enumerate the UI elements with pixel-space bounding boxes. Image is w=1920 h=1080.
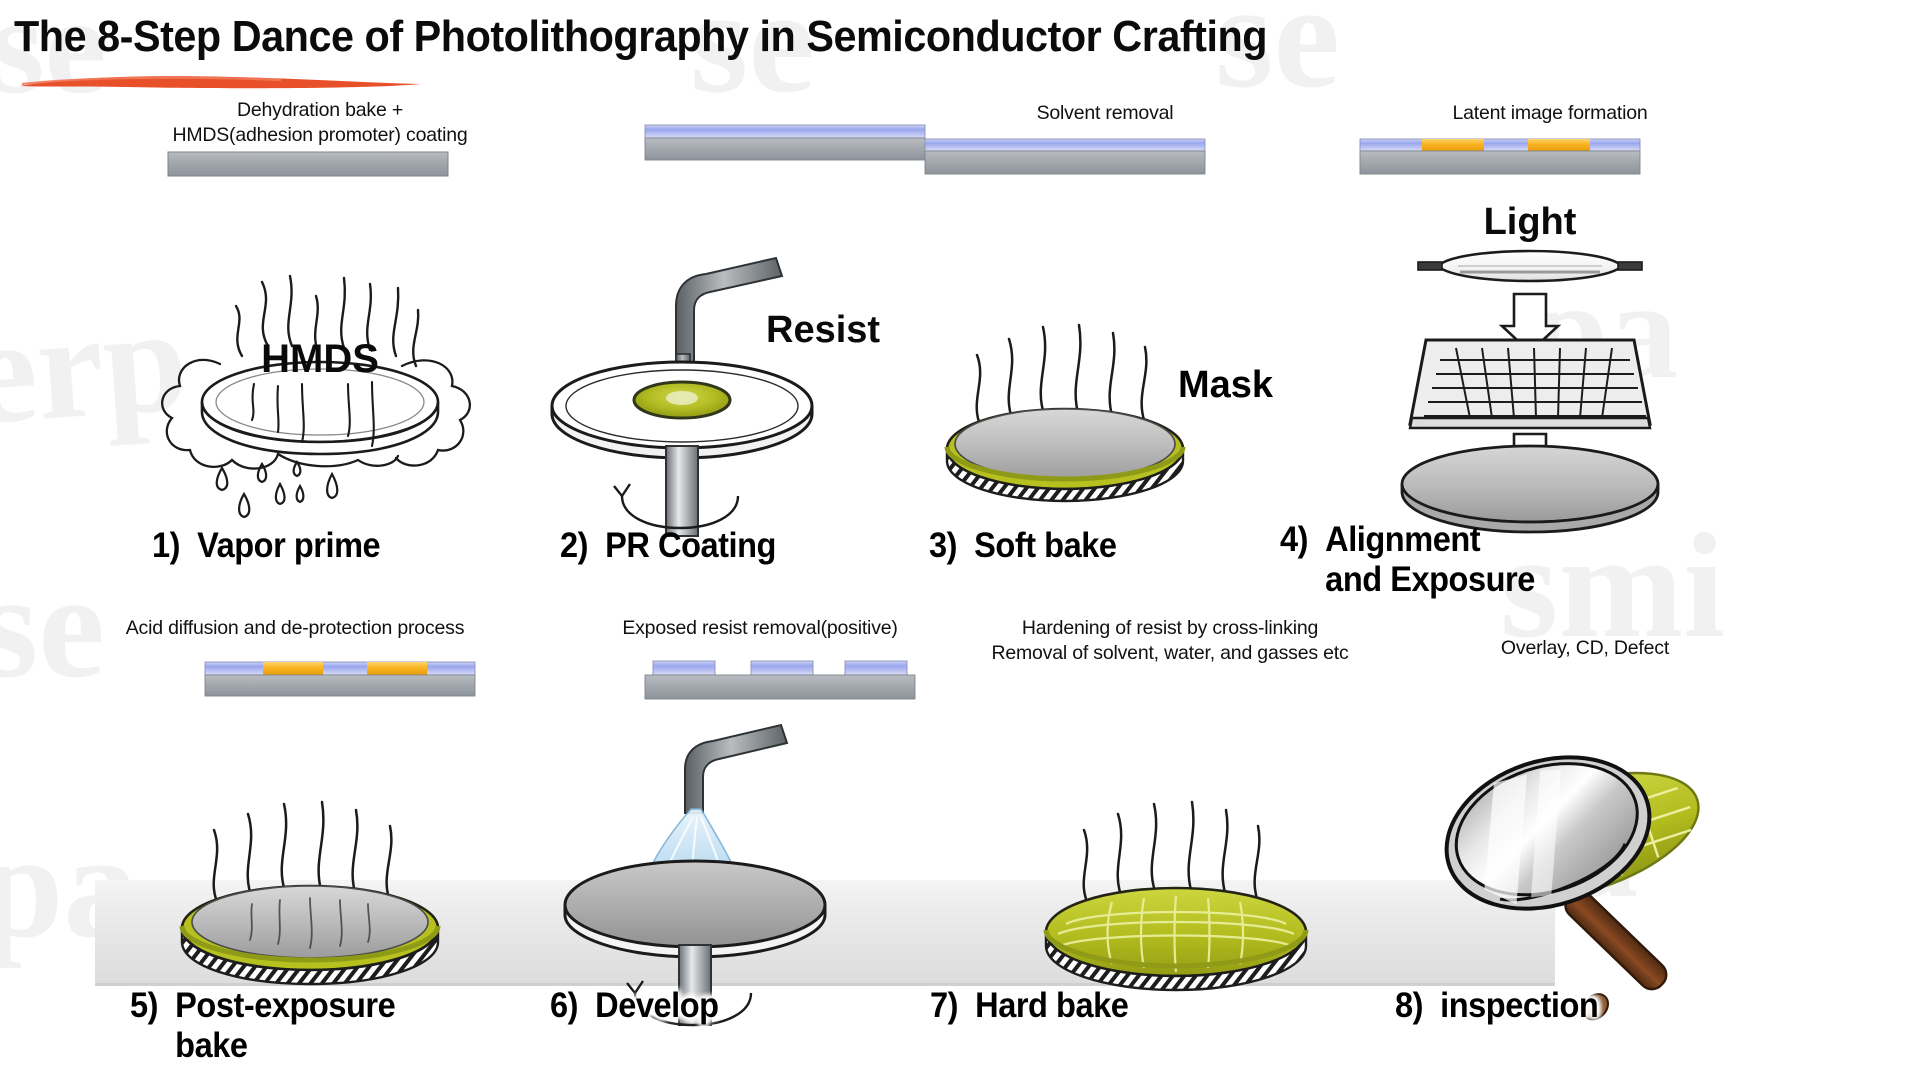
step-caption-8: Overlay, CD, Defect (1500, 637, 1670, 659)
step-card-5[interactable]: Acid diffusion and de-protection process (60, 616, 530, 1076)
step-number-6: 6) (550, 986, 579, 1025)
step-illustration-3-hotplate (905, 231, 1245, 531)
step-card-8[interactable]: Overlay, CD, Defect (1395, 616, 1820, 1076)
step-cross-section-3 (924, 138, 1206, 180)
step-number-1: 1) (152, 526, 181, 565)
step-caption-1: Dehydration bake + HMDS(adhesion promote… (172, 99, 468, 146)
step-card-4[interactable]: Latent image formation (1178, 96, 1760, 599)
step-card-7[interactable]: Hardening of resist by cross-linking Rem… (930, 616, 1430, 1076)
hmds-art-label: HMDS (261, 337, 379, 381)
step-name-2: PR Coating (605, 526, 776, 565)
step-number-5: 5) (130, 986, 159, 1025)
process-steps-board: Dehydration bake + HMDS(adhesion promote… (0, 96, 1920, 1080)
step-illustration-1-hmds-cloud: HMDS (150, 206, 490, 526)
title-bar: The 8-Step Dance of Photolithography in … (0, 0, 1920, 96)
step-label-6: 6) Develop (550, 986, 922, 1026)
step-label-2: 2) PR Coating (560, 526, 932, 566)
step-name-1: Vapor prime (197, 526, 381, 565)
step-number-2: 2) (560, 526, 589, 565)
step-name-7: Hard bake (975, 986, 1129, 1025)
step-illustration-4-exposure: Light (1330, 192, 1730, 534)
step-card-2[interactable]: Resist 2) PR Coating (520, 96, 926, 576)
step-cross-section-6 (644, 660, 916, 705)
step-label-7: 7) Hard bake (930, 986, 1376, 1026)
step-number-3: 3) (929, 526, 958, 565)
step-label-3: 3) Soft bake (929, 526, 1301, 566)
step-name-6: Develop (595, 986, 719, 1025)
step-illustration-6-developer-spray (535, 721, 895, 1027)
light-art-label: Light (1484, 201, 1577, 243)
step-cross-section-1 (167, 150, 449, 180)
step-name-5: Post-exposure bake (175, 986, 396, 1065)
step-label-5: 5) Post-exposure bake (130, 986, 567, 1066)
step-name-4: Alignment and Exposure (1325, 520, 1535, 599)
page-title: The 8-Step Dance of Photolithography in … (14, 12, 1268, 61)
step-cross-section-4 (1359, 138, 1641, 180)
step-label-4: 4) Alignment and Exposure (1280, 520, 1708, 600)
step-caption-3: Solvent removal (1036, 102, 1174, 124)
title-underline-stroke (20, 76, 421, 89)
step-illustration-8-magnifier (1420, 741, 1760, 1021)
step-caption-6: Exposed resist removal(positive) (622, 617, 898, 639)
step-label-8: 8) inspection (1395, 986, 1767, 1026)
step-card-3[interactable]: Solvent removal (905, 96, 1305, 576)
step-label-1: 1) Vapor prime (152, 526, 524, 566)
step-card-1[interactable]: Dehydration bake + HMDS(adhesion promote… (120, 96, 520, 576)
step-number-8: 8) (1395, 986, 1424, 1025)
step-caption-4: Latent image formation (1452, 102, 1648, 124)
step-illustration-7-hardbake (1000, 726, 1360, 1026)
step-number-7: 7) (930, 986, 959, 1025)
step-cross-section-5 (204, 661, 476, 703)
step-name-8: inspection (1440, 986, 1599, 1025)
step-caption-7: Hardening of resist by cross-linking Rem… (991, 617, 1349, 664)
step-card-6[interactable]: Exposed resist removal(positive) (540, 616, 940, 1076)
step-illustration-2-spin-coater: Resist (530, 214, 890, 537)
step-number-4: 4) (1280, 520, 1309, 559)
step-illustration-5-hotplate (140, 716, 500, 1006)
step-cross-section-2 (644, 124, 926, 166)
mask-art-label: Mask (1178, 364, 1274, 406)
step-name-3: Soft bake (974, 526, 1117, 565)
step-caption-5: Acid diffusion and de-protection process (125, 617, 465, 639)
resist-art-label: Resist (766, 309, 880, 351)
steps-row-top: Dehydration bake + HMDS(adhesion promote… (0, 96, 1920, 616)
steps-row-bottom: Acid diffusion and de-protection process (0, 616, 1920, 1080)
